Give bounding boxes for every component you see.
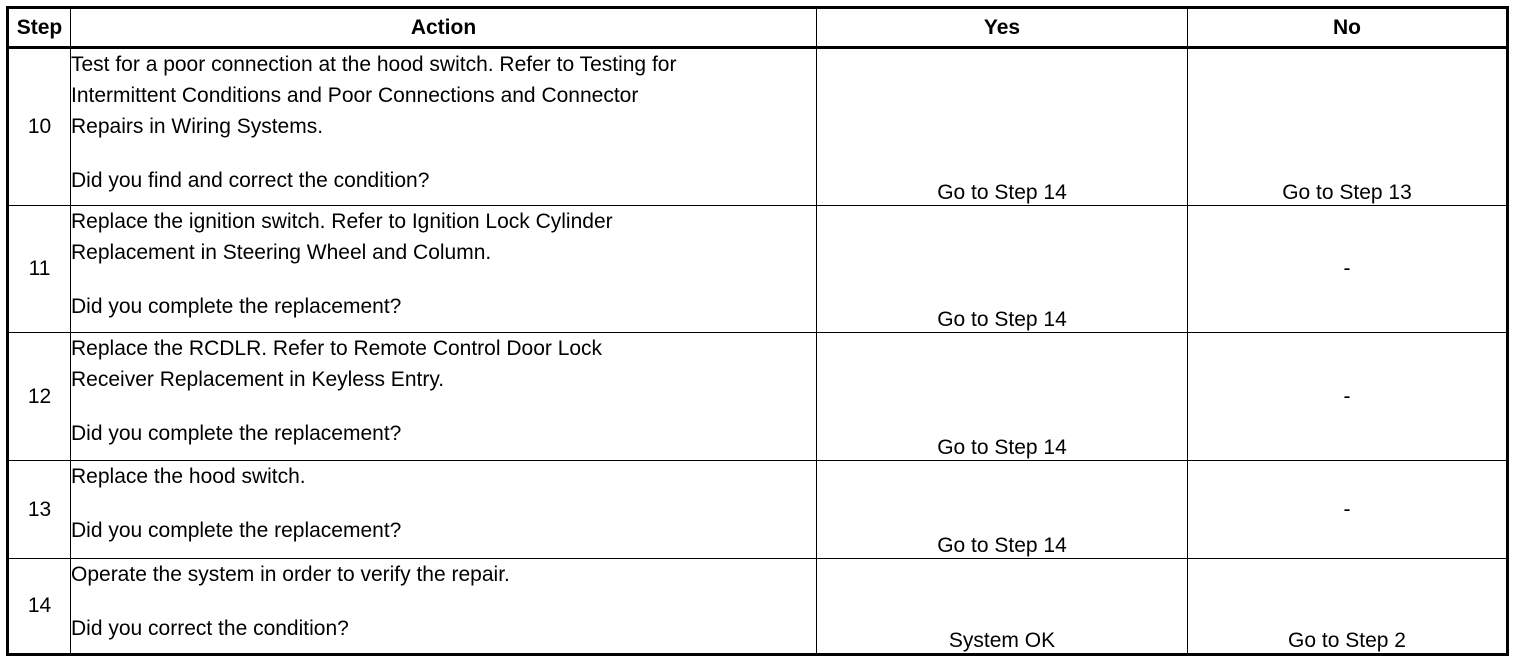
diagnostic-procedure-table: Step Action Yes No 10 Test for a poor co… — [6, 6, 1509, 656]
table-header-row: Step Action Yes No — [7, 7, 1508, 49]
action-text-line: Operate the system in order to verify th… — [71, 562, 510, 586]
action-question: Did you complete the replacement? — [71, 519, 402, 543]
action-text-line: Replacement in Steering Wheel and Column… — [71, 240, 492, 264]
column-header-no: No — [1187, 7, 1508, 49]
action-question: Did you complete the replacement? — [71, 294, 402, 318]
column-header-yes: Yes — [816, 7, 1188, 49]
column-header-action: Action — [70, 7, 817, 49]
no-result: - — [1187, 331, 1508, 462]
table-row: 14 Operate the system in order to verify… — [7, 557, 1508, 656]
step-number: 13 — [7, 460, 71, 559]
yes-result: Go to Step 14 — [816, 47, 1188, 206]
no-result: - — [1187, 460, 1508, 559]
yes-result: Go to Step 14 — [816, 204, 1188, 333]
yes-result: System OK — [816, 557, 1188, 656]
action-text-line: Replace the ignition switch. Refer to Ig… — [71, 209, 613, 233]
action-cell: Test for a poor connection at the hood s… — [70, 47, 817, 206]
table-row: 13 Replace the hood switch. Did you comp… — [7, 460, 1508, 559]
action-text-line: Repairs in Wiring Systems. — [71, 115, 324, 138]
action-text-line: Intermittent Conditions and Poor Connect… — [71, 84, 639, 107]
action-text-line: Replace the RCDLR. Refer to Remote Contr… — [71, 336, 603, 360]
step-number: 12 — [7, 331, 71, 462]
no-result: Go to Step 13 — [1187, 47, 1508, 206]
action-cell: Replace the ignition switch. Refer to Ig… — [70, 204, 817, 333]
action-cell: Replace the RCDLR. Refer to Remote Contr… — [70, 331, 817, 462]
yes-result: Go to Step 14 — [816, 331, 1188, 462]
step-number: 11 — [7, 204, 71, 333]
table-row: 11 Replace the ignition switch. Refer to… — [7, 204, 1508, 333]
column-header-step: Step — [7, 7, 71, 49]
table-row: 12 Replace the RCDLR. Refer to Remote Co… — [7, 331, 1508, 462]
action-text-line: Replace the hood switch. — [71, 465, 306, 489]
yes-result: Go to Step 14 — [816, 460, 1188, 559]
no-result: - — [1187, 204, 1508, 333]
table-row: 10 Test for a poor connection at the hoo… — [7, 47, 1508, 206]
step-number: 10 — [7, 47, 71, 206]
action-question: Did you correct the condition? — [71, 616, 349, 640]
action-cell: Replace the hood switch. Did you complet… — [70, 460, 817, 559]
action-question: Did you complete the replacement? — [71, 421, 402, 445]
action-text-line: Receiver Replacement in Keyless Entry. — [71, 367, 445, 391]
action-cell: Operate the system in order to verify th… — [70, 557, 817, 656]
step-number: 14 — [7, 557, 71, 656]
action-question: Did you find and correct the condition? — [71, 169, 430, 192]
no-result: Go to Step 2 — [1187, 557, 1508, 656]
action-text-line: Test for a poor connection at the hood s… — [71, 53, 677, 76]
